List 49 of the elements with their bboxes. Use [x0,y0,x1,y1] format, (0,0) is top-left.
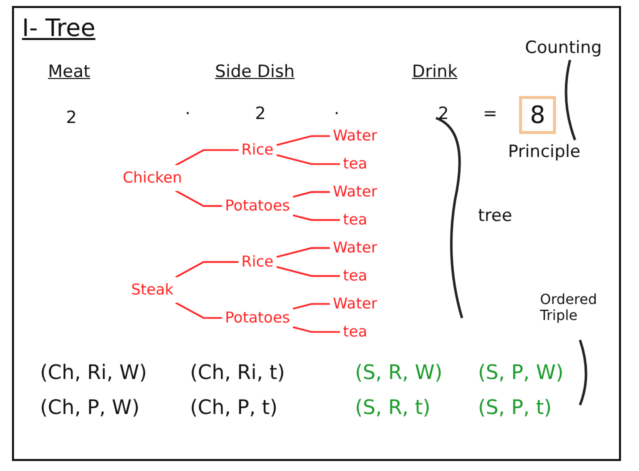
note-text: Counting [525,38,602,58]
connector [292,326,340,333]
column-heading: Drink [412,62,458,82]
node-text: tea [342,211,368,229]
connector [175,149,239,166]
node-text: Potatoes [225,197,290,215]
note-text: tree [478,206,512,226]
number: 2 [438,104,449,124]
connector [292,214,340,221]
equals-sign: = [483,104,498,124]
node-text: Potatoes [225,309,290,326]
ordered-triple: (Ch, Ri, W) [40,360,147,384]
ordered-triple: (S, R, W) [355,360,442,384]
connector [276,247,330,258]
connector [175,261,239,278]
ordered-triple: (S, P, t) [478,395,552,419]
connector [276,154,340,165]
ordered-triple: (S, R, t) [355,395,430,419]
node-text: Water [332,239,378,257]
connector [276,266,340,277]
node-text: tea [342,267,368,284]
ordered-triple: (Ch, P, W) [40,395,140,419]
node-text: Chicken [122,170,182,187]
node-text: Rice [241,253,274,271]
ordered-triple: (Ch, Ri, t) [190,360,285,384]
node-text: Rice [241,142,274,159]
node-text: Water [332,128,378,145]
note-text: Principle [508,142,580,162]
node-text: tea [342,156,368,173]
note-text: Ordered Triple [540,292,598,324]
number: 2 [255,104,266,124]
node-text: Water [332,295,378,312]
column-heading: Side Dish [215,62,295,82]
connector [292,191,330,198]
column-heading: Meat [48,62,90,82]
node-text: Steak [131,281,174,298]
ordered-triple: (S, P, W) [478,360,564,384]
connector [175,190,222,207]
number: 2 [66,108,77,128]
result-number: 8 [519,96,556,134]
title: I- Tree [22,14,96,42]
multiply-dot: · [185,104,190,124]
multiply-dot: · [334,104,340,124]
node-text: Water [332,184,378,201]
connector [175,302,222,319]
connector [292,303,330,310]
ordered-triple: (Ch, P, t) [190,395,278,419]
node-text: tea [342,323,368,340]
connector [276,135,330,146]
